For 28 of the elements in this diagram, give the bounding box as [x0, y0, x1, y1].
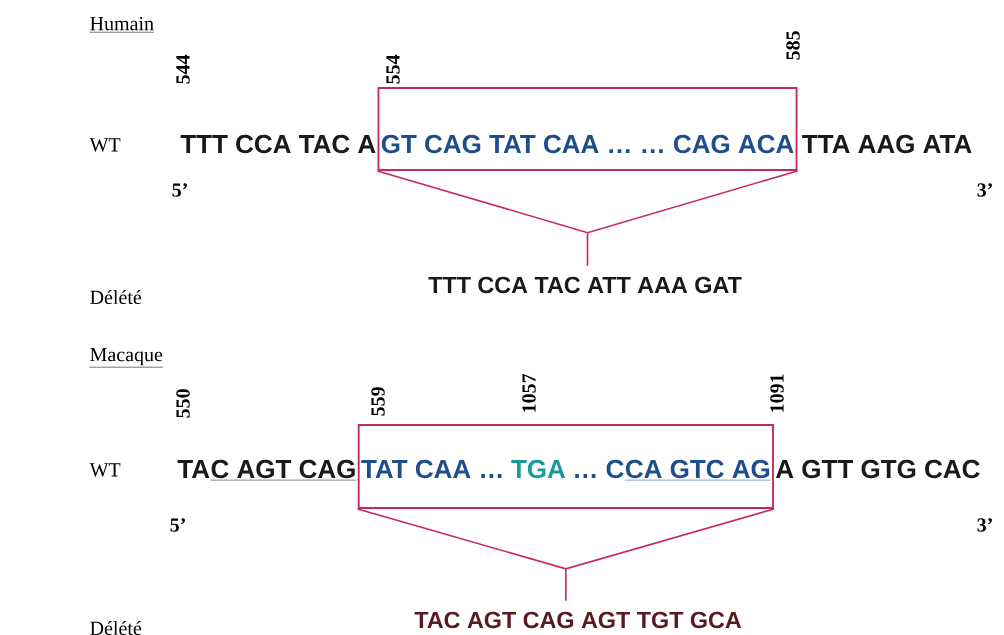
- deleted-sequence: TAC AGT CAG AGT TGT GCA: [414, 611, 742, 629]
- sequence-text: CA GTC AG: [624, 459, 772, 481]
- row-label: Délété: [90, 620, 142, 635]
- sequence-text: TTT CCA TAC A: [180, 134, 376, 154]
- deletion-box: [357, 424, 774, 509]
- position-number: 585: [786, 31, 800, 60]
- sequence-text: TGA: [511, 459, 566, 479]
- sequence-text: TTA AAG ATA: [802, 134, 972, 154]
- sequence-text: TAT CAA …: [361, 459, 502, 479]
- sequence-text: … C: [575, 459, 624, 479]
- deletion-connector: [356, 508, 775, 602]
- deletion-connector: [376, 170, 799, 267]
- strand-end-label: 3’: [977, 518, 992, 532]
- position-number: 544: [176, 54, 190, 84]
- strand-end-label: 5’: [172, 183, 187, 197]
- sequence-text: TA: [177, 460, 210, 478]
- species-heading: Macaque: [89, 348, 164, 368]
- row-label: Délété: [90, 289, 142, 305]
- strand-end-label: 5’: [170, 518, 185, 532]
- row-label: WT: [89, 463, 121, 477]
- row-label: WT: [89, 138, 121, 152]
- position-number: 1091: [770, 374, 784, 412]
- species-heading: Humain: [89, 16, 155, 33]
- sequence-text: GT CAG TAT CAA … … CAG ACA: [381, 134, 794, 154]
- strand-end-label: 3’: [977, 183, 992, 197]
- deletion-box: [377, 87, 798, 171]
- deleted-sequence: TTT CCA TAC ATT AAA GAT: [428, 276, 742, 294]
- position-number: 550: [176, 389, 190, 418]
